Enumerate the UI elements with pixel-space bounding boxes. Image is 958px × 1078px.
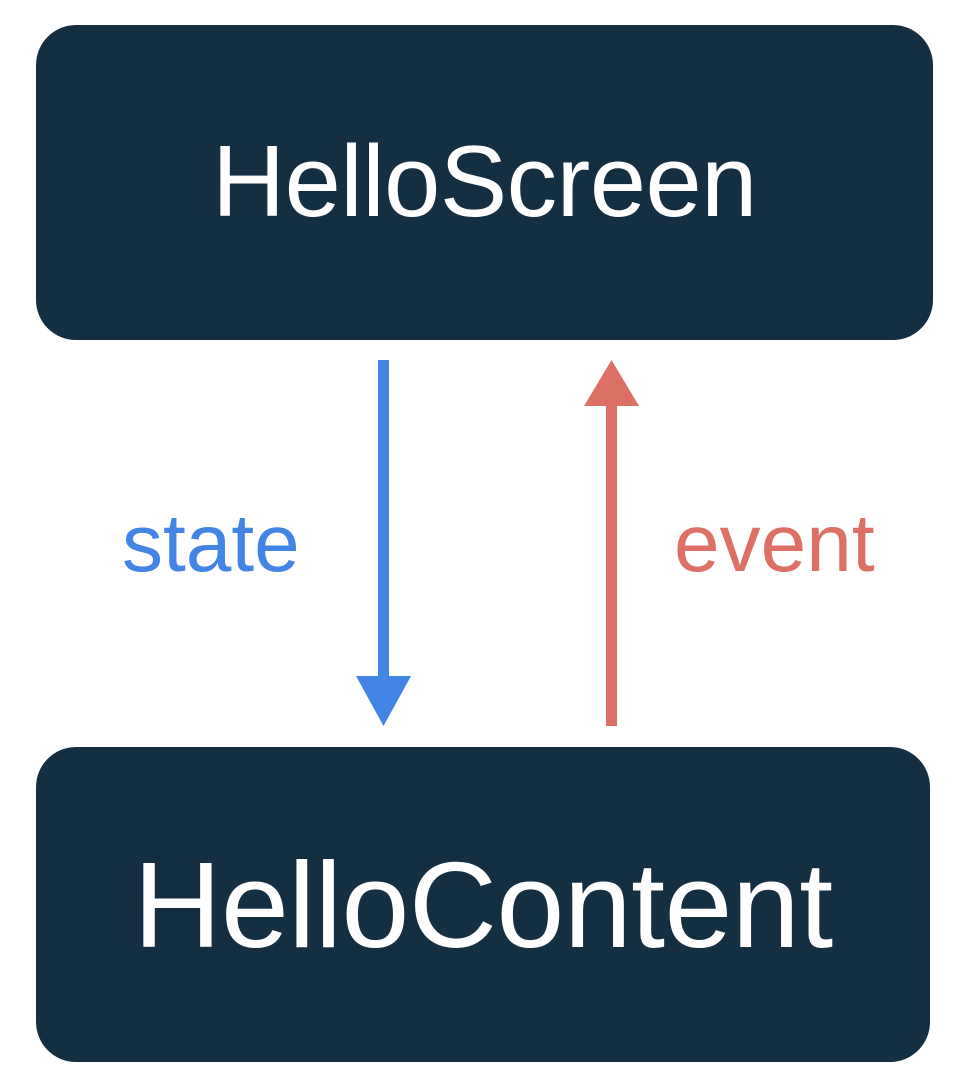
edge-label-state: state bbox=[122, 498, 300, 589]
state-arrow-down-icon bbox=[356, 360, 411, 726]
edge-label-event: event bbox=[674, 498, 875, 589]
event-arrow-up-icon bbox=[584, 360, 639, 726]
node-hello-screen-label: HelloScreen bbox=[212, 126, 757, 238]
node-hello-screen[interactable]: HelloScreen bbox=[36, 25, 933, 340]
node-hello-content-label: HelloContent bbox=[133, 836, 833, 973]
node-hello-content[interactable]: HelloContent bbox=[36, 747, 930, 1062]
